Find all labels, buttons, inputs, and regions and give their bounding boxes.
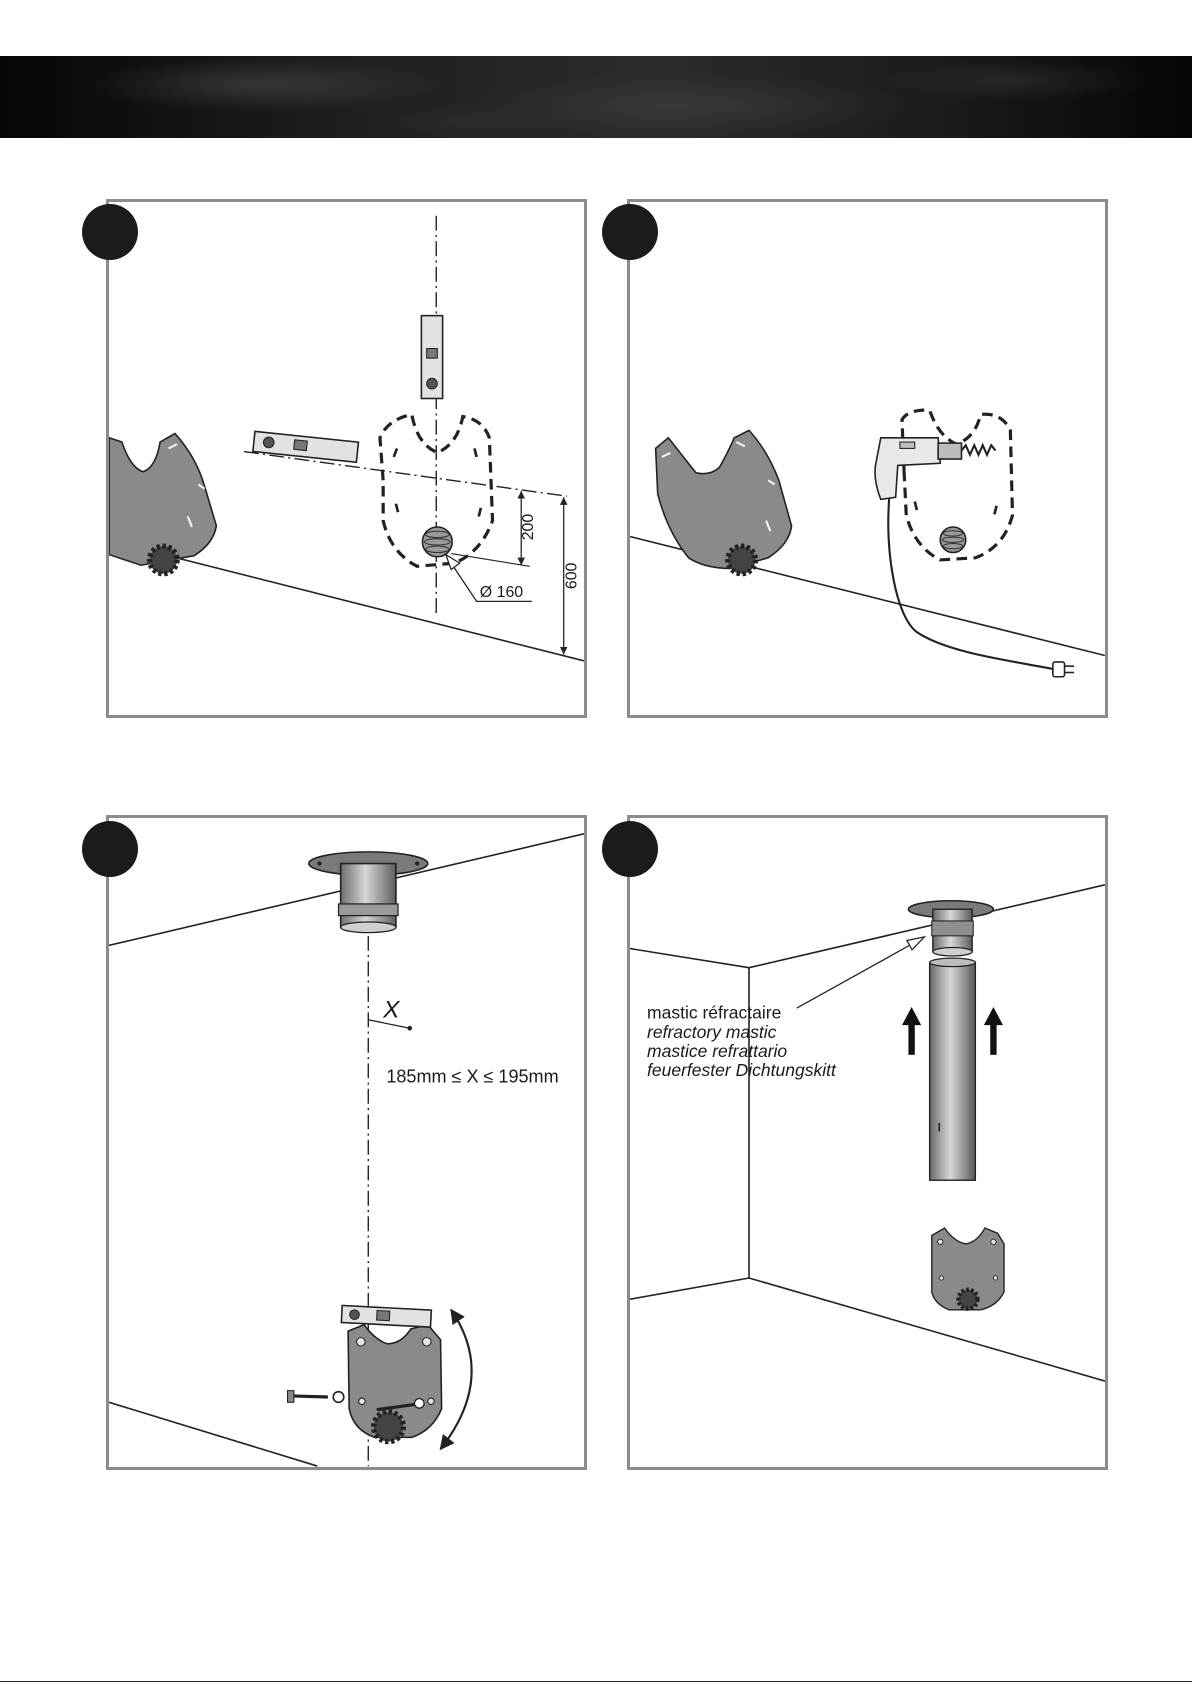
slot-mark [474, 448, 476, 456]
step-panel-1: 200 600 Ø 160 [106, 199, 587, 718]
offset-dimension-dot [407, 1026, 412, 1031]
level-vial [263, 437, 275, 449]
anchor-head [288, 1391, 294, 1403]
step-panel-4: mastic réfractaire refractory mastic mas… [627, 815, 1108, 1470]
arrow-shaft [908, 1023, 914, 1055]
adjustment-knob-icon [374, 1412, 404, 1442]
horizontal-spirit-level-icon [253, 431, 359, 462]
mounting-plate [109, 434, 216, 566]
slot-mark [394, 448, 397, 456]
plate-hole [991, 1239, 996, 1244]
step-2-illustration [630, 202, 1105, 715]
level-vial [294, 440, 308, 451]
template-slot-marks [915, 502, 997, 515]
flange-screw [317, 861, 321, 865]
adjustment-knob-icon [728, 546, 756, 574]
mastic-label-it: mastice refrattario [647, 1041, 787, 1061]
leader-arrowhead-icon [446, 555, 460, 570]
offset-range-label: 185mm ≤ X ≤ 195mm [386, 1066, 558, 1086]
plate-hole [938, 1239, 943, 1244]
dimension-label-short: 200 [520, 514, 537, 541]
flue-pipe [930, 962, 976, 1180]
up-arrow-icon [902, 1007, 921, 1055]
plate-hole [359, 1398, 365, 1404]
step-3-illustration: X 185mm ≤ X ≤ 195mm [109, 818, 584, 1467]
level-vial [427, 378, 438, 389]
drill-icon [875, 438, 995, 500]
mastic-label-fr: mastic réfractaire [647, 1003, 781, 1023]
leader-arrowhead-icon [907, 937, 924, 950]
plate-hole [422, 1337, 431, 1346]
screw-washer [415, 1399, 425, 1409]
floor-line-left [630, 1278, 749, 1299]
step-marker-1 [82, 204, 138, 260]
offset-symbol: X [382, 997, 401, 1024]
flue-pipe-icon [930, 958, 976, 1180]
vertical-spirit-level-icon [421, 316, 442, 399]
step-marker-2 [602, 204, 658, 260]
mastic-band [932, 921, 973, 936]
mastic-label-de: feuerfester Dichtungskitt [647, 1060, 837, 1080]
step-1-illustration: 200 600 Ø 160 [109, 202, 584, 715]
mastic-leader-line [797, 945, 910, 1008]
level-vial [427, 349, 438, 359]
slot-mark [479, 508, 481, 516]
drill-chuck [938, 443, 961, 459]
wall-anchor-icon [288, 1391, 344, 1403]
step-panel-3: X 185mm ≤ X ≤ 195mm [106, 815, 587, 1470]
level-vial [349, 1310, 359, 1320]
flue-hole-icon [422, 527, 452, 557]
arrow-head [902, 1007, 921, 1025]
up-arrow-icon [984, 1007, 1003, 1055]
flue-collar [341, 864, 396, 928]
anchor-shank [292, 1396, 328, 1397]
header-band [0, 56, 1192, 138]
power-plug-icon [1053, 662, 1074, 677]
plate-hole [428, 1398, 434, 1404]
adjustment-knob-icon [958, 1290, 977, 1309]
adjustment-knob-icon [149, 546, 177, 574]
anchor-washer [333, 1392, 344, 1403]
step-marker-3 [82, 821, 138, 877]
dimension-label-long: 600 [563, 562, 580, 589]
floor-line-right [749, 1278, 1105, 1381]
ceiling-line-right [749, 885, 1105, 968]
plate-hole [993, 1276, 997, 1280]
plate-hole [357, 1337, 366, 1346]
level-vial [377, 1310, 390, 1320]
template-slot-marks [394, 448, 481, 516]
floor-line [109, 1402, 317, 1466]
ceiling-flue-collar-icon [309, 852, 428, 933]
slot-mark [994, 506, 996, 514]
plate-hole [939, 1276, 943, 1280]
diameter-label: Ø 160 [480, 584, 524, 601]
power-cord [888, 497, 1055, 669]
step-4-illustration: mastic réfractaire refractory mastic mas… [630, 818, 1105, 1467]
step-panel-2 [627, 199, 1108, 718]
flange-screw [415, 861, 419, 865]
flue-hole-icon [940, 527, 965, 552]
ceiling-line-left [630, 949, 749, 968]
step-marker-4 [602, 821, 658, 877]
collar-band [339, 904, 399, 916]
slot-mark [915, 502, 917, 510]
plug-body [1053, 662, 1065, 677]
collar-opening [341, 922, 396, 933]
drill-vent [900, 442, 915, 448]
drill-bit [961, 445, 995, 455]
room-corner-lines [630, 885, 1105, 1381]
horizontal-axis-line [244, 452, 567, 497]
arrow-shaft [990, 1023, 996, 1055]
spirit-level-icon [341, 1305, 431, 1327]
mastic-label-en: refractory mastic [647, 1022, 777, 1042]
arrow-head [984, 1007, 1003, 1025]
collar-opening [933, 948, 972, 957]
slot-mark [396, 504, 398, 512]
rotate-arrow-icon [441, 1310, 472, 1449]
flue-pipe-top [930, 958, 976, 967]
bottom-rule [0, 1681, 1192, 1682]
